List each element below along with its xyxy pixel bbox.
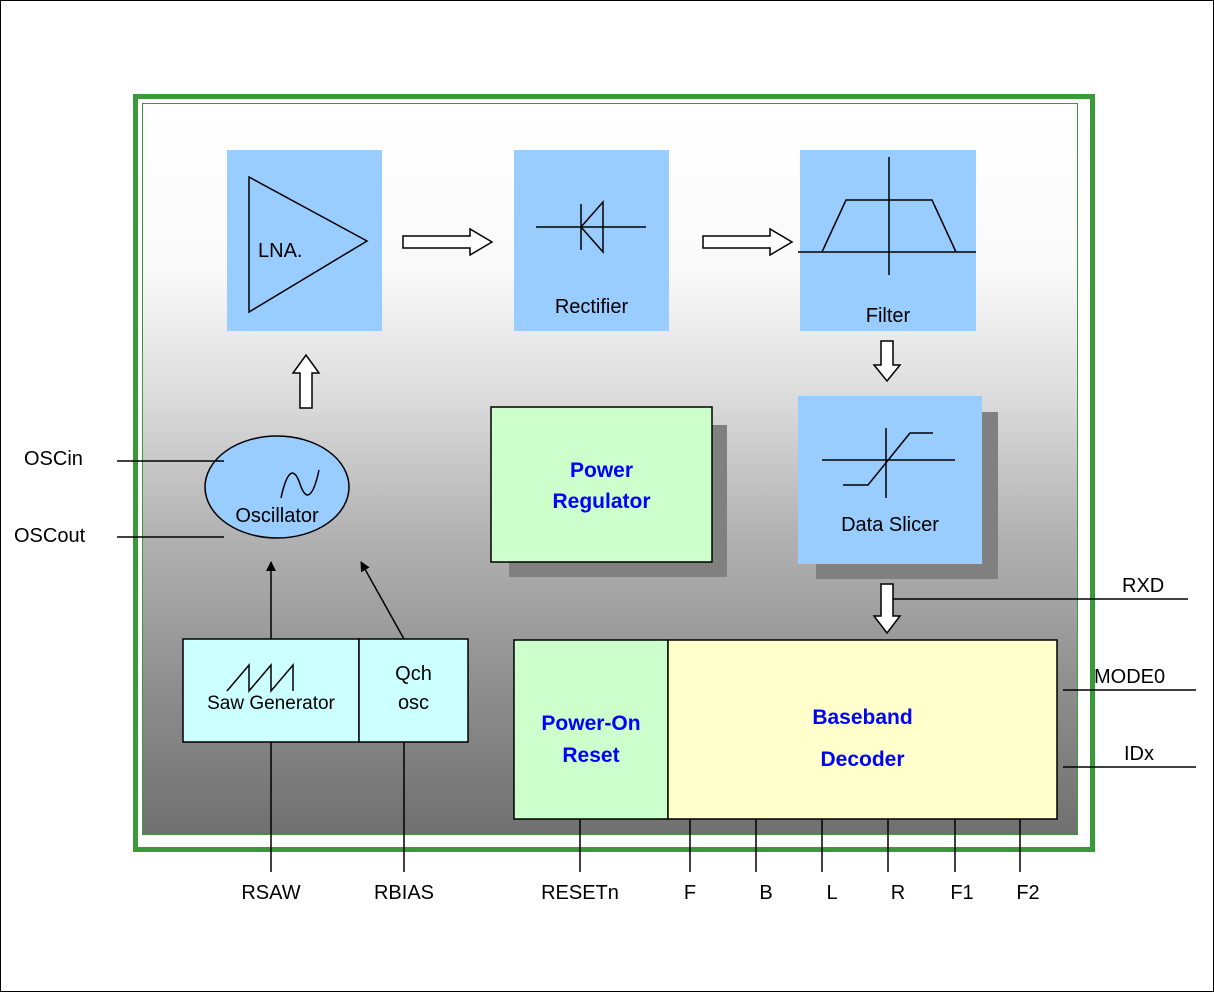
diode-icon xyxy=(536,200,646,254)
pin-f2-label: F2 xyxy=(1016,882,1040,904)
pin-lines xyxy=(117,460,1196,872)
power-on-reset-label-line1: Power-On xyxy=(541,712,641,735)
oscillator-to-lna-arrow xyxy=(291,353,321,409)
oscillator-block xyxy=(204,435,350,539)
baseband-label-line1: Baseband xyxy=(812,706,913,729)
lna-to-rectifier-arrow xyxy=(402,227,494,257)
baseband-label-line2: Decoder xyxy=(820,748,905,771)
rectifier-block xyxy=(514,150,669,331)
rectifier-to-filter-arrow xyxy=(702,227,794,257)
power-regulator-block xyxy=(490,406,713,563)
pin-f1-label: F1 xyxy=(950,882,974,904)
power-on-reset-block xyxy=(513,639,669,820)
filter-to-slicer-arrow xyxy=(872,340,902,383)
power-regulator-label-line2: Regulator xyxy=(552,490,651,513)
lna-label: LNA. xyxy=(258,240,303,262)
chip-outline xyxy=(133,94,1095,852)
pin-b-label: B xyxy=(759,882,773,904)
qch-osc-block xyxy=(358,638,469,743)
pin-idx-label: IDx xyxy=(1124,743,1154,765)
pin-rsaw-label: RSAW xyxy=(241,882,301,904)
pin-oscout-label: OSCout xyxy=(14,525,86,547)
bandpass-filter-icon xyxy=(798,157,976,275)
slicer-to-decoder-arrow xyxy=(872,583,902,635)
sine-wave-icon xyxy=(280,469,320,499)
data-slicer-label: Data Slicer xyxy=(841,514,939,536)
sawtooth-icon xyxy=(226,662,294,694)
lna-block xyxy=(227,150,382,331)
amplifier-icon xyxy=(248,175,369,314)
pin-rxd-label: RXD xyxy=(1122,575,1165,597)
filter-block xyxy=(800,150,976,331)
pin-l-label: L xyxy=(826,882,838,904)
pin-f-label: F xyxy=(683,882,697,904)
pin-oscin-label: OSCin xyxy=(24,448,83,470)
qch-label-line2: osc xyxy=(397,692,430,714)
qch-to-oscillator-arrow xyxy=(360,561,405,640)
pin-mode0-label: MODE0 xyxy=(1094,666,1166,688)
pin-resetn-label: RESETn xyxy=(541,882,619,904)
slicer-transfer-icon xyxy=(822,428,955,498)
rectifier-label: Rectifier xyxy=(554,296,629,318)
pin-rbias-label: RBIAS xyxy=(373,882,435,904)
baseband-decoder-block xyxy=(667,639,1058,820)
data-slicer-block xyxy=(798,396,982,564)
power-on-reset-label-line2: Reset xyxy=(562,744,620,767)
filter-label: Filter xyxy=(865,305,911,327)
saw-generator-label: Saw Generator xyxy=(207,693,335,714)
qch-label-line1: Qch xyxy=(395,663,432,685)
power-regulator-label-line1: Power xyxy=(569,459,634,482)
oscillator-label: Oscillator xyxy=(235,505,319,527)
pin-r-label: R xyxy=(890,882,906,904)
